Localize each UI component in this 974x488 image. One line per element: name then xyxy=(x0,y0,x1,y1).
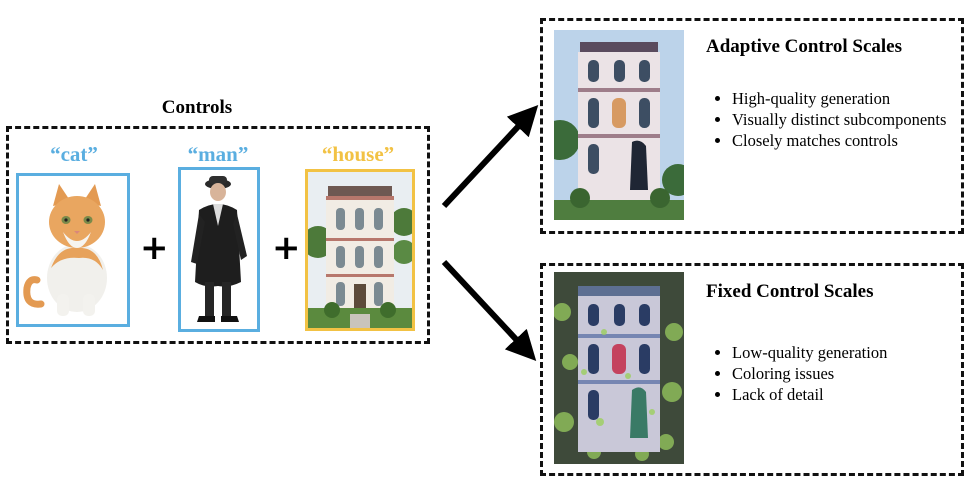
fixed-bullet-3: Lack of detail xyxy=(732,384,968,405)
fixed-bullet-1: Low-quality generation xyxy=(732,342,968,363)
fixed-title: Fixed Control Scales xyxy=(706,281,874,302)
adaptive-box xyxy=(540,18,964,234)
controls-title: Controls xyxy=(161,97,233,118)
cat-image xyxy=(16,173,130,327)
fixed-bullet-2: Coloring issues xyxy=(732,363,968,384)
adaptive-bullet-3: Closely matches controls xyxy=(732,130,968,151)
control-label-cat: “cat” xyxy=(50,142,98,166)
man-image xyxy=(178,167,260,332)
controls-box xyxy=(6,126,430,344)
control-label-house: “house” xyxy=(321,142,395,166)
plus-sign-1: + xyxy=(140,228,169,268)
adaptive-bullet-1: High-quality generation xyxy=(732,88,968,109)
arrow-to-adaptive xyxy=(441,105,539,209)
adaptive-output-image xyxy=(554,30,684,220)
arrow-to-fixed xyxy=(441,259,537,361)
fixed-output-image xyxy=(554,272,684,464)
adaptive-title: Adaptive Control Scales xyxy=(706,36,902,57)
fixed-bullets: Low-quality generation Coloring issues L… xyxy=(706,342,968,405)
fixed-box xyxy=(540,263,964,476)
control-label-man: “man” xyxy=(187,142,249,166)
plus-sign-2: + xyxy=(272,228,301,268)
adaptive-bullets: High-quality generation Visually distinc… xyxy=(706,88,968,151)
house-image xyxy=(305,169,415,331)
adaptive-bullet-2: Visually distinct subcomponents xyxy=(732,109,968,130)
